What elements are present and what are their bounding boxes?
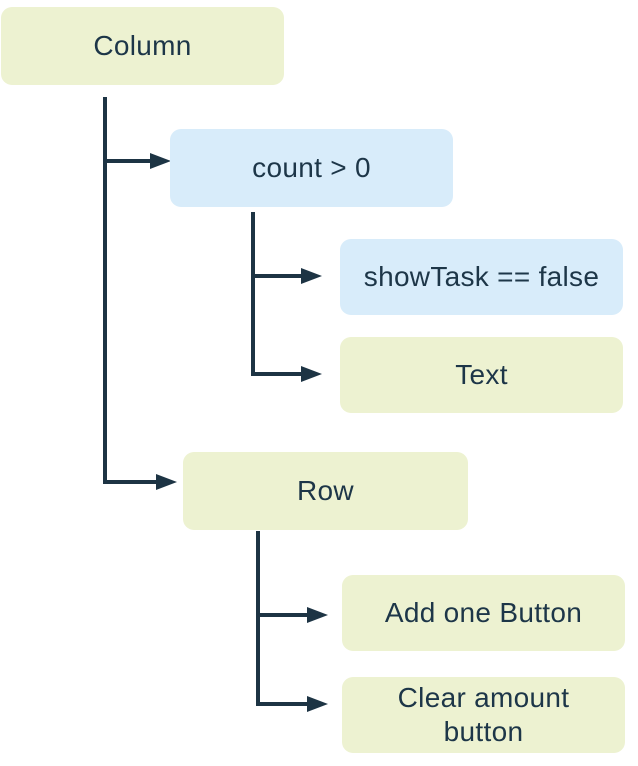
node-column: Column <box>1 7 284 85</box>
node-add-one-button: Add one Button <box>342 575 625 651</box>
arrowhead-clear-amount <box>307 696 328 712</box>
node-showtask-condition: showTask == false <box>340 239 623 315</box>
edge-row-trunk <box>256 531 309 706</box>
edge-column-trunk <box>103 97 158 484</box>
arrowhead-text <box>301 366 322 382</box>
node-text-widget: Text <box>340 337 623 413</box>
arrowhead-showtask <box>301 268 322 284</box>
arrowhead-add-one <box>307 607 328 623</box>
node-text-widget-label: Text <box>455 359 508 390</box>
node-column-label: Column <box>93 30 192 61</box>
edge-count-trunk <box>251 212 303 376</box>
arrowhead-row <box>156 474 177 490</box>
node-showtask-condition-label: showTask == false <box>363 261 600 292</box>
arrowhead-count <box>150 153 171 169</box>
node-row: Row <box>183 452 468 530</box>
node-row-label: Row <box>297 475 354 506</box>
node-clear-amount-button-label: Clear amount button <box>397 682 570 747</box>
node-clear-amount-button: Clear amount button <box>342 677 625 753</box>
node-add-one-button-label: Add one Button <box>384 597 583 628</box>
node-count-condition: count > 0 <box>170 129 453 207</box>
node-count-condition-label: count > 0 <box>252 152 371 183</box>
